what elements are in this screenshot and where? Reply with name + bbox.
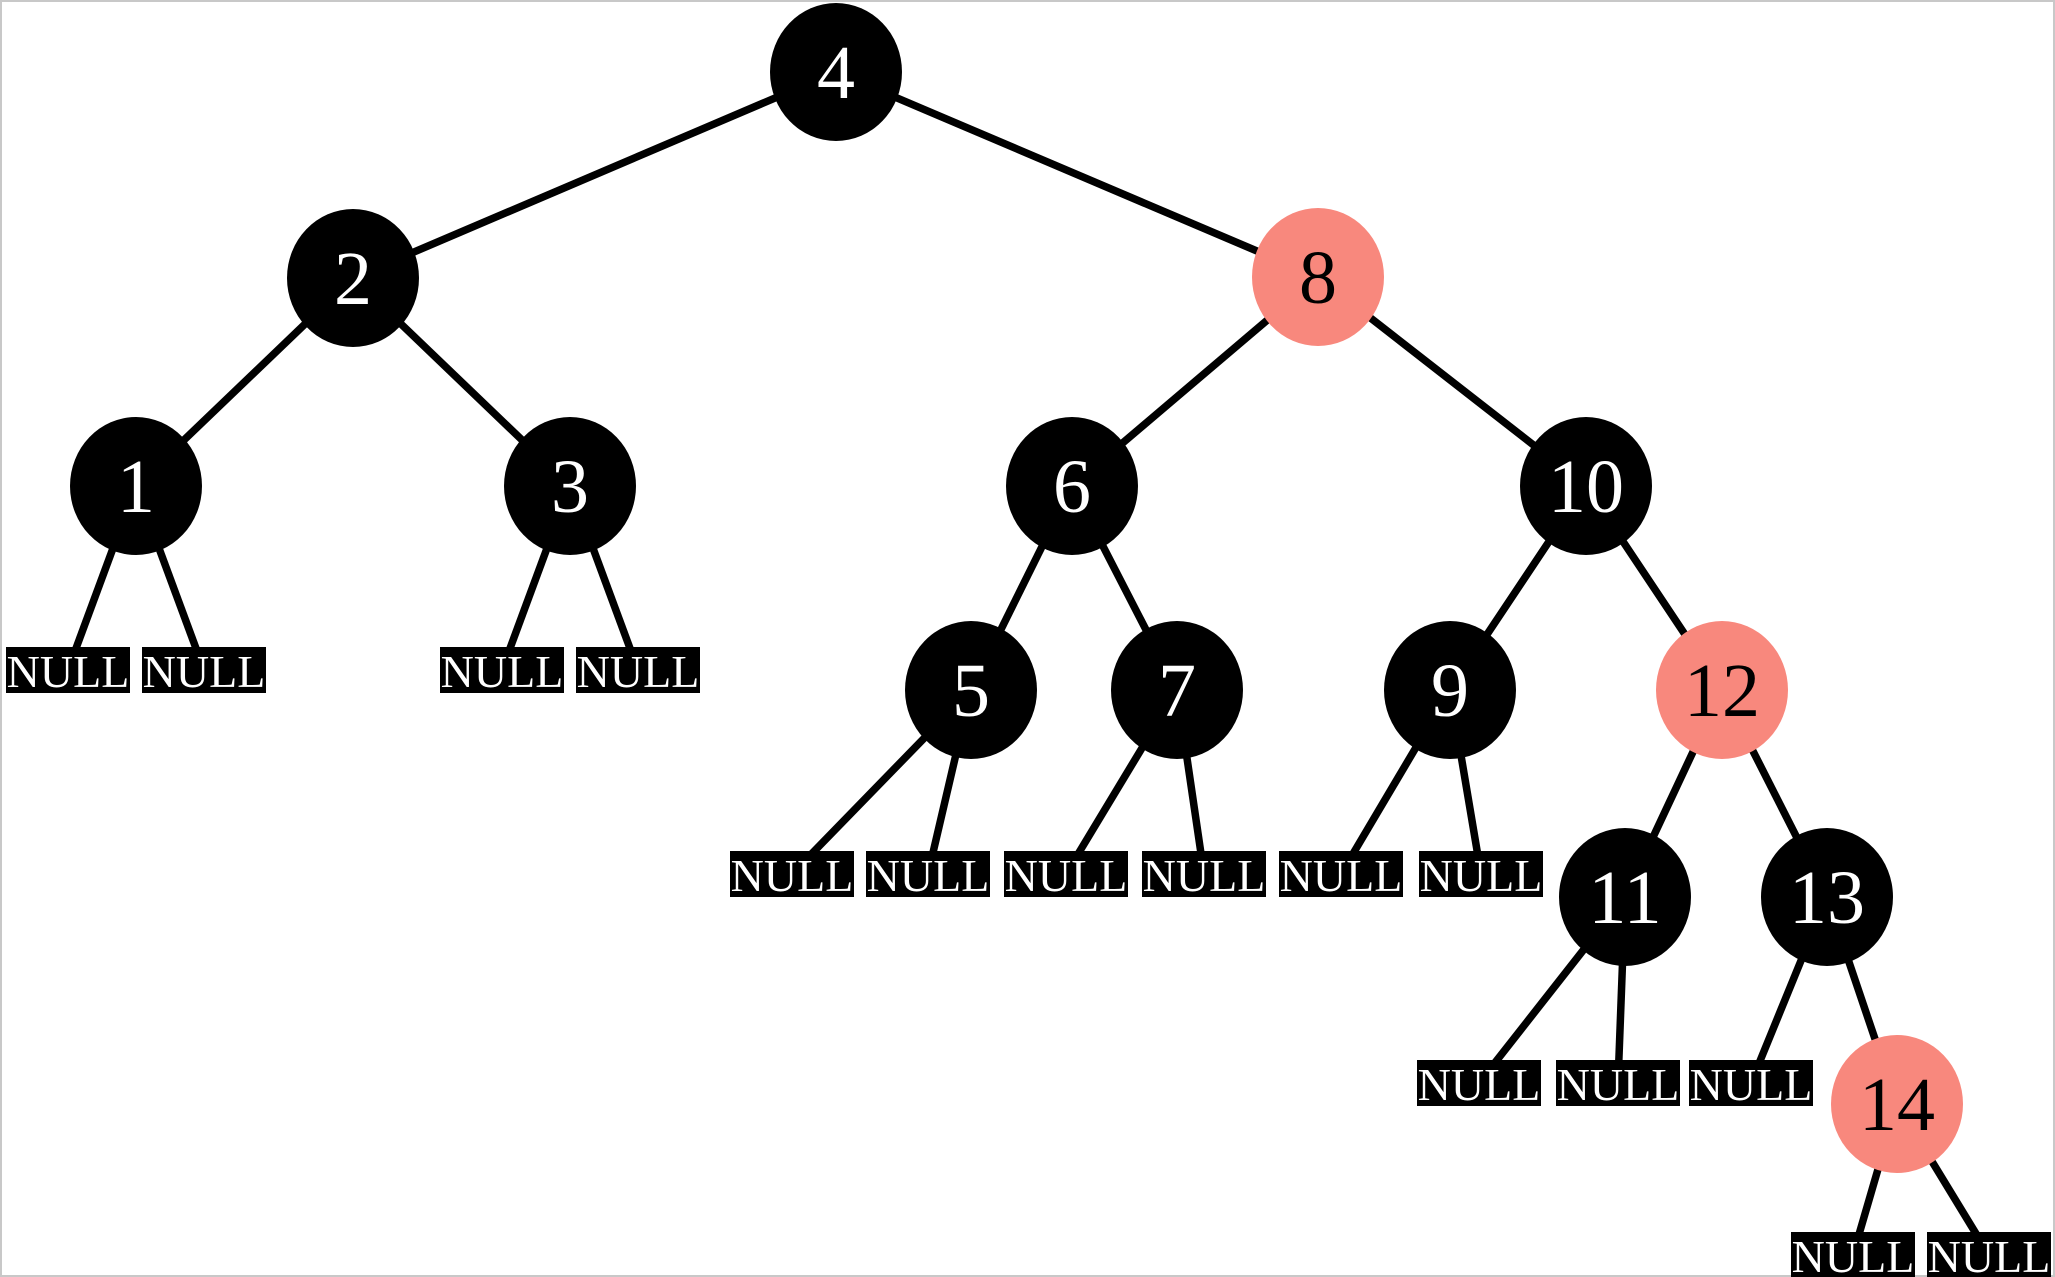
- null-label: NULL: [1690, 1059, 1813, 1110]
- node-label: 8: [1299, 236, 1337, 320]
- null-box: [1419, 851, 1543, 897]
- null-leaf: NULL: [1279, 850, 1403, 901]
- tree-node-12: 12: [1656, 621, 1788, 759]
- null-box: [6, 647, 130, 693]
- tree-node-9: 9: [1384, 621, 1516, 759]
- null-leaves: NULL NULL NULL NULL NULL NULL NULL NULL: [6, 646, 2051, 1277]
- null-leaf: NULL: [1791, 1231, 1915, 1277]
- node-ellipse: [1761, 828, 1893, 966]
- null-label: NULL: [577, 646, 700, 697]
- null-leaf: NULL: [866, 850, 990, 901]
- null-leaf: NULL: [1142, 850, 1266, 901]
- null-leaf: NULL: [440, 646, 564, 697]
- tree-node-3: 3: [504, 417, 636, 555]
- null-label: NULL: [143, 646, 266, 697]
- null-box: [1279, 851, 1403, 897]
- null-box: [440, 647, 564, 693]
- null-label: NULL: [1143, 850, 1266, 901]
- tree-node-10: 10: [1520, 417, 1652, 555]
- tree-node-7: 7: [1111, 621, 1243, 759]
- null-box: [1791, 1232, 1915, 1277]
- tree-node-14: 14: [1831, 1035, 1963, 1173]
- null-label: NULL: [1005, 850, 1128, 901]
- null-label: NULL: [1792, 1231, 1915, 1277]
- null-box: [1417, 1060, 1541, 1106]
- node-label: 3: [551, 445, 589, 529]
- node-ellipse: [905, 621, 1037, 759]
- null-label: NULL: [1418, 1059, 1541, 1110]
- null-leaf: NULL: [6, 646, 130, 697]
- tree-node-13: 13: [1761, 828, 1893, 966]
- tree-nodes: 4 2 8 1 3 6 10 5: [70, 3, 1963, 1173]
- node-ellipse: [1559, 828, 1691, 966]
- node-label: 10: [1548, 445, 1624, 529]
- node-label: 11: [1588, 856, 1661, 940]
- tree-node-1: 1: [70, 417, 202, 555]
- tree-node-2: 2: [287, 209, 419, 347]
- null-leaf: NULL: [730, 850, 854, 901]
- node-ellipse: [504, 417, 636, 555]
- null-label: NULL: [441, 646, 564, 697]
- null-leaf: NULL: [1417, 1059, 1541, 1110]
- node-ellipse: [1656, 621, 1788, 759]
- node-ellipse: [1252, 208, 1384, 346]
- null-box: [576, 647, 700, 693]
- null-box: [142, 647, 266, 693]
- node-ellipse: [1111, 621, 1243, 759]
- null-leaf: NULL: [1004, 850, 1128, 901]
- null-box: [866, 851, 990, 897]
- node-label: 14: [1859, 1063, 1935, 1147]
- node-label: 9: [1431, 649, 1469, 733]
- null-box: [1689, 1060, 1813, 1106]
- null-leaf: NULL: [1556, 1059, 1680, 1110]
- node-label: 2: [334, 237, 372, 321]
- node-ellipse: [1384, 621, 1516, 759]
- null-label: NULL: [1557, 1059, 1680, 1110]
- null-box: [1142, 851, 1266, 897]
- null-label: NULL: [1928, 1231, 2051, 1277]
- null-box: [1004, 851, 1128, 897]
- null-box: [1927, 1232, 2051, 1277]
- node-label: 6: [1053, 445, 1091, 529]
- node-label: 7: [1158, 649, 1196, 733]
- null-label: NULL: [1280, 850, 1403, 901]
- null-leaf: NULL: [576, 646, 700, 697]
- tree-node-8: 8: [1252, 208, 1384, 346]
- node-ellipse: [70, 417, 202, 555]
- node-label: 12: [1684, 649, 1760, 733]
- null-label: NULL: [731, 850, 854, 901]
- null-label: NULL: [7, 646, 130, 697]
- node-ellipse: [770, 3, 902, 141]
- node-ellipse: [1520, 417, 1652, 555]
- null-leaf: NULL: [1689, 1059, 1813, 1110]
- tree-node-4: 4: [770, 3, 902, 141]
- null-box: [730, 851, 854, 897]
- node-label: 4: [817, 31, 855, 115]
- null-leaf: NULL: [142, 646, 266, 697]
- node-label: 13: [1789, 856, 1865, 940]
- tree-edge: [834, 68, 1320, 281]
- tree-node-6: 6: [1006, 417, 1138, 555]
- null-leaf: NULL: [1927, 1231, 2051, 1277]
- null-leaf: NULL: [1419, 850, 1543, 901]
- tree-node-11: 11: [1559, 828, 1691, 966]
- null-box: [1556, 1060, 1680, 1106]
- node-label: 5: [952, 649, 990, 733]
- node-ellipse: [1006, 417, 1138, 555]
- node-ellipse: [287, 209, 419, 347]
- node-label: 1: [117, 445, 155, 529]
- tree-edge: [351, 68, 838, 282]
- node-ellipse: [1831, 1035, 1963, 1173]
- null-label: NULL: [867, 850, 990, 901]
- null-label: NULL: [1420, 850, 1543, 901]
- tree-node-5: 5: [905, 621, 1037, 759]
